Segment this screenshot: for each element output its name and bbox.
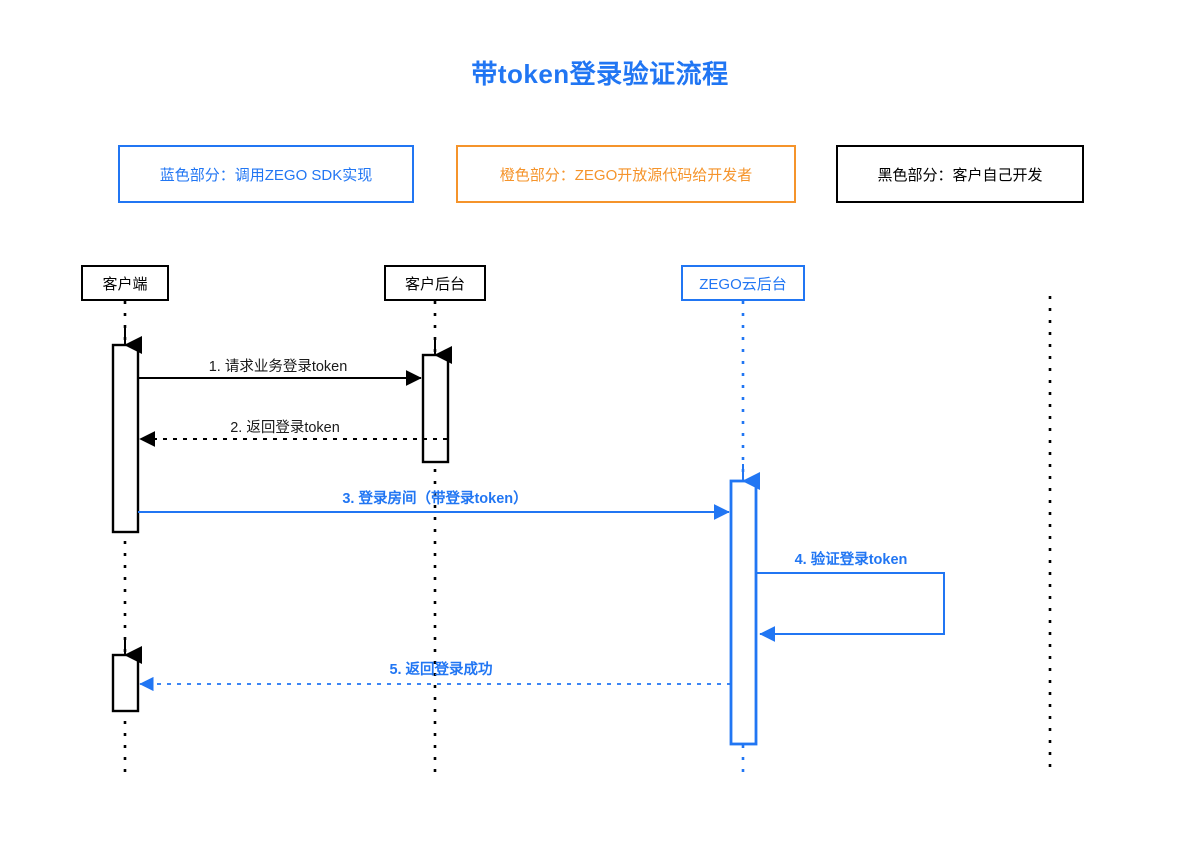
- legend-item-black: 黑色部分：客户自己开发: [836, 145, 1084, 203]
- activation-client-backend-1: [421, 353, 450, 464]
- activation-client-1: [111, 343, 140, 534]
- message-label-1: 1. 请求业务登录token: [208, 359, 348, 375]
- legend-item-orange: 橙色部分：ZEGO开放源代码给开发者: [456, 145, 796, 203]
- actor-header-zego-cloud: ZEGO云后台: [681, 265, 805, 301]
- actor-header-client-backend: 客户后台: [384, 265, 486, 301]
- actor-label-client: 客户端: [102, 275, 148, 293]
- actor-header-client: 客户端: [81, 265, 169, 301]
- activation-client-2: [111, 653, 140, 713]
- message-label-5: 5. 返回登录成功: [389, 662, 493, 678]
- message-label-4: 4. 验证登录token: [794, 552, 908, 568]
- message-arrow-4-self-loop: [756, 572, 945, 642]
- lifeline-group: [123, 296, 1052, 776]
- legend-label-blue: 蓝色部分：调用ZEGO SDK实现: [159, 166, 373, 184]
- actor-label-zego-cloud: ZEGO云后台: [699, 275, 787, 293]
- legend-label-black: 黑色部分：客户自己开发: [877, 166, 1043, 184]
- activation-zego-1: [729, 479, 758, 746]
- page-title: 带token登录验证流程: [471, 59, 729, 89]
- legend-label-orange: 橙色部分：ZEGO开放源代码给开发者: [499, 166, 753, 184]
- message-label-3: 3. 登录房间（带登录token）: [342, 491, 528, 507]
- message-arrows: [138, 370, 945, 692]
- activation-bars: [111, 343, 758, 746]
- actor-label-client-backend: 客户后台: [404, 275, 465, 293]
- legend-item-blue: 蓝色部分：调用ZEGO SDK实现: [118, 145, 414, 203]
- message-label-2: 2. 返回登录token: [230, 420, 340, 436]
- activation-entry-arrows: [124, 328, 761, 664]
